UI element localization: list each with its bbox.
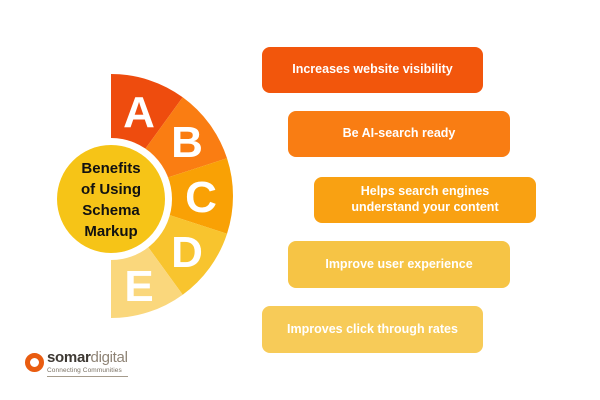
benefit-bar-search-engines-understand: Helps search engines understand your con… [314,177,536,223]
benefit-bar-ai-search-ready: Be AI-search ready [288,111,510,157]
fan-letter-e: E [124,262,153,311]
fan-letter-c: C [185,173,217,222]
fan-center-circle [57,145,165,253]
fan-center-label-line: Benefits [81,160,141,177]
fan-center-label-line: of Using [81,181,141,198]
benefit-bar-user-experience: Improve user experience [288,241,510,288]
logo-brand-light: digital [90,349,128,366]
fan-letter-a: A [123,88,155,137]
logo-wordmark: somardigital [47,349,128,366]
fan-diagram: A B C D E [50,74,234,318]
benefit-bar-click-through-rates: Improves click through rates [262,306,483,353]
fan-center-label: Benefits of Using Schema Markup [57,158,165,242]
somar-digital-logo: somardigital Connecting Communities [25,349,128,377]
fan-center-label-line: Markup [84,223,138,240]
benefit-bar-increases-visibility: Increases website visibility [262,47,483,93]
logo-brand-bold: somar [47,349,91,366]
fan-letter-b: B [171,118,203,167]
fan-segment-c [111,158,234,234]
logo-text-block: somardigital Connecting Communities [47,349,128,377]
fan-letter-d: D [171,228,203,277]
fan-center-label-line: Schema [82,202,140,219]
logo-tagline: Connecting Communities [47,367,122,374]
logo-ring-icon [25,353,44,372]
